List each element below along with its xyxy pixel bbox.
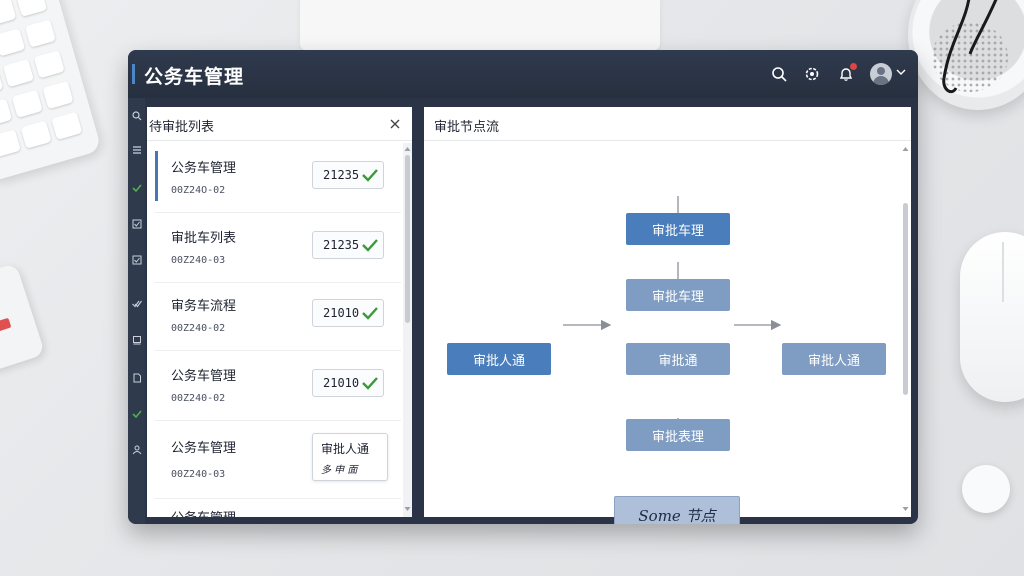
item-date: 00Z240-03 (171, 255, 226, 266)
list-item[interactable]: 审务车流程 00Z240-02 21010 (155, 281, 401, 351)
list-icon[interactable] (131, 144, 142, 155)
active-indicator (155, 151, 158, 201)
document-icon[interactable] (131, 372, 142, 383)
item-title: 公务车管理 (171, 161, 237, 176)
list-item[interactable]: 公务车管理 00Z240-03 审批人通 多 申 面 (155, 423, 401, 499)
round-object (962, 465, 1010, 513)
panel-title: 审批节点流 (434, 120, 500, 135)
item-date: 00Z24O-02 (171, 185, 226, 196)
check-icon (362, 307, 378, 320)
scroll-down-icon[interactable] (403, 505, 412, 513)
close-icon[interactable] (388, 117, 402, 131)
item-date: 00Z240-03 (171, 469, 226, 480)
keyboard-corner (0, 262, 46, 374)
computer-mouse (960, 232, 1024, 402)
notification-badge (850, 63, 857, 70)
flow-node-left[interactable]: 审批人通 (447, 343, 551, 375)
item-title: 审批车列表 (171, 231, 237, 246)
chip-value: 21010 (323, 306, 360, 320)
app-title: 公务车管理 (144, 66, 245, 88)
approval-chip[interactable]: 21235 (312, 231, 384, 259)
settings-icon[interactable] (801, 63, 823, 85)
panel-header: 待审批列表 (147, 107, 412, 141)
chip-value: 21235 (323, 238, 360, 252)
check-icon (362, 239, 378, 252)
checkbox-icon[interactable] (131, 218, 142, 229)
search-icon[interactable] (131, 110, 142, 121)
scroll-up-icon[interactable] (901, 145, 910, 153)
approval-chip[interactable]: 21010 (312, 299, 384, 327)
item-date: 00Z240-02 (171, 393, 226, 404)
check-double-icon[interactable] (131, 298, 142, 309)
approval-flow-panel: 审批节点流 审批车理 审批车理 审批人通 审批通 审批人通 审批表 (424, 107, 911, 524)
keyboard (0, 0, 102, 183)
check-icon[interactable] (131, 408, 142, 419)
bell-icon[interactable] (835, 63, 857, 85)
check-icon (362, 377, 378, 390)
flow-node-fourth[interactable]: 审批表理 (626, 419, 730, 451)
chevron-down-icon[interactable] (896, 67, 906, 77)
flow-node-second[interactable]: 审批车理 (626, 279, 730, 311)
pending-approval-panel: 待审批列表 公务车管理 00Z24O-02 21235 审批车列表 00Z240… (147, 107, 412, 517)
flow-node-right[interactable]: 审批人通 (782, 343, 886, 375)
list-item[interactable]: 公务车管理 00Z240-02 21010 (155, 351, 401, 421)
avatar[interactable] (870, 63, 892, 85)
item-date: 00Z240-02 (171, 323, 226, 334)
chip-line-2: 多 申 面 (321, 465, 358, 476)
list-item[interactable]: 审批车列表 00Z240-03 21235 (155, 213, 401, 283)
approval-chip[interactable]: 21010 (312, 369, 384, 397)
list-item-partial[interactable]: 公务车管理 (155, 501, 401, 517)
item-title: 公务车管理 (171, 369, 237, 384)
check-icon (362, 169, 378, 182)
approver-signature-chip[interactable]: 审批人通 多 申 面 (312, 433, 388, 481)
user-icon[interactable] (131, 444, 142, 455)
app-window: 公务车管理 待审批列表 (128, 50, 918, 524)
title-accent-bar (132, 64, 135, 84)
item-title: 公务车管理 (171, 441, 237, 456)
item-title: 审务车流程 (171, 299, 237, 314)
signature-node[interactable]: Some 节点 (614, 496, 740, 524)
side-rail (128, 98, 145, 524)
approval-list: 公务车管理 00Z24O-02 21235 审批车列表 00Z240-03 21… (147, 143, 401, 517)
search-icon[interactable] (768, 63, 790, 85)
glasses-icon (942, 0, 998, 94)
panel-title: 待审批列表 (149, 120, 215, 135)
list-item[interactable]: 公务车管理 00Z24O-02 21235 (155, 143, 401, 213)
chip-value: 21010 (323, 376, 360, 390)
scrollbar-track[interactable] (403, 143, 412, 517)
panel-header: 审批节点流 (424, 107, 911, 141)
item-title: 公务车管理 (171, 507, 236, 517)
scroll-down-icon[interactable] (901, 505, 910, 513)
app-header: 公务车管理 (128, 50, 918, 98)
chip-value: 21235 (323, 168, 360, 182)
scrollbar-thumb[interactable] (405, 155, 410, 323)
flow-diagram: 审批车理 审批车理 审批人通 审批通 审批人通 审批表理 Some 节点 (424, 141, 911, 524)
cart-icon[interactable] (131, 334, 142, 345)
flow-node-top[interactable]: 审批车理 (626, 213, 730, 245)
scroll-up-icon[interactable] (403, 145, 412, 153)
approval-chip[interactable]: 21235 (312, 161, 384, 189)
chip-line-1: 审批人通 (321, 442, 370, 456)
check-icon[interactable] (131, 182, 142, 193)
paper-sheet (300, 0, 660, 50)
checkbox-icon[interactable] (131, 254, 142, 265)
scrollbar-thumb[interactable] (903, 203, 908, 395)
flow-arrows (563, 196, 782, 451)
flow-node-center[interactable]: 审批通 (626, 343, 730, 375)
